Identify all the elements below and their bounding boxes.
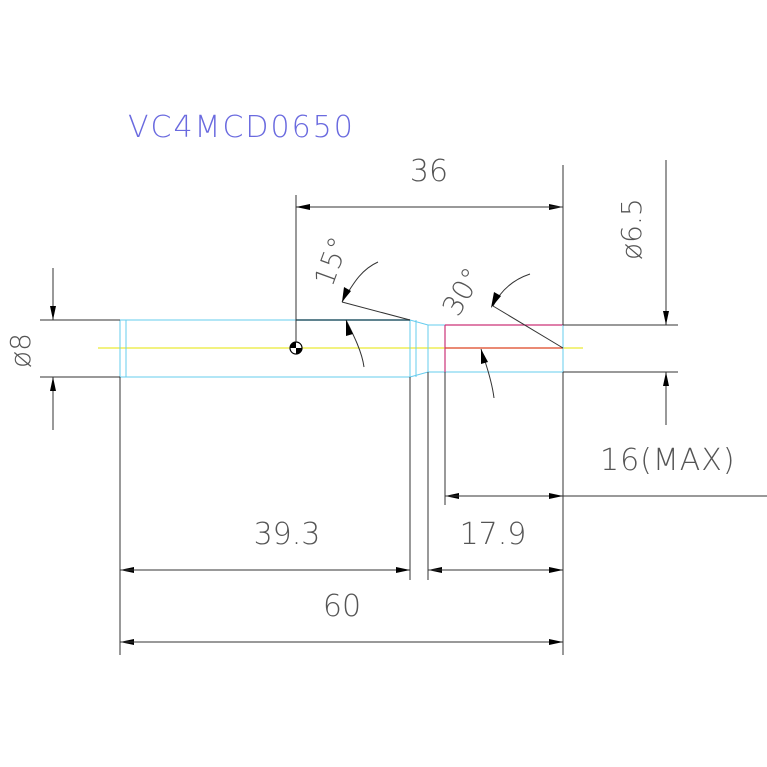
taper-line (341, 301, 411, 321)
dimension-shank-diameter: ø8 (4, 268, 120, 430)
datum-point-icon (289, 341, 303, 355)
overall-length-label: 60 (323, 589, 361, 624)
angle-30-label: 30° (435, 262, 488, 321)
shank-outline (119, 319, 411, 378)
part-number-label: VC4MCD0650 (128, 110, 355, 145)
angle-15-dimension: 15° (308, 232, 379, 368)
dimension-tip-diameter: ø6.5 (563, 160, 678, 425)
dimension-17-9: 17.9 (427, 372, 564, 655)
tool-body (98, 301, 583, 378)
angle-15-label: 15° (308, 232, 356, 290)
dimension-36: 36 (295, 154, 564, 342)
length-39-3-label: 39.3 (254, 517, 321, 552)
angle-30-dimension: 30° (435, 262, 531, 399)
point-angle-line (492, 305, 564, 349)
dimension-16-max: 16(MAX) (444, 372, 767, 505)
max-length-label: 16(MAX) (600, 443, 736, 478)
dimension-36-label: 36 (410, 154, 448, 189)
dimension-39-3: 39.3 (119, 377, 411, 655)
dimension-60: 60 (120, 589, 563, 645)
tip-diameter-label: ø6.5 (615, 198, 648, 260)
shank-diameter-label: ø8 (4, 333, 37, 368)
length-17-9-label: 17.9 (460, 517, 527, 552)
